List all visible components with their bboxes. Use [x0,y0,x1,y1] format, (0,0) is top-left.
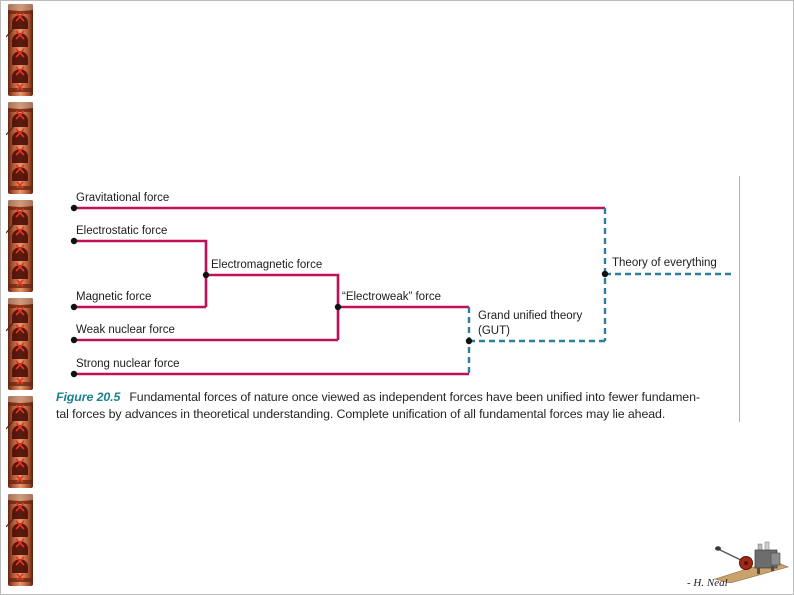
copper-column-icon [6,493,34,587]
node-strong-nuclear [70,370,78,378]
line-electromagnetic [206,273,340,340]
label-theory-of-everything: Theory of everything [612,257,717,269]
node-electrostatic [70,237,78,245]
label-grand-unified-theory: Grand unified theory (GUT) [478,309,582,339]
figure-number: Figure 20.5 [56,390,121,404]
label-strong-nuclear-force: Strong nuclear force [76,358,180,370]
scan-edge-line [739,176,740,422]
label-magnetic-force: Magnetic force [76,291,152,303]
caption-line-2: tal forces by advances in theoretical un… [56,406,666,421]
left-decorative-strip [6,3,34,587]
label-electrostatic-force: Electrostatic force [76,225,168,237]
copper-column-icon [6,199,34,293]
copper-column-icon [6,395,34,489]
node-electroweak [334,303,342,311]
label-electromagnetic-force: Electromagnetic force [211,259,323,271]
node-gravitational [70,204,78,212]
caption-text-1: Fundamental forces of nature once viewed… [129,390,700,404]
node-weak-nuclear [70,336,78,344]
label-gut-line2: (GUT) [478,325,510,337]
copper-column-icon [6,101,34,195]
node-magnetic [70,303,78,311]
label-gut-line1: Grand unified theory [478,310,583,322]
caption-line-1: Figure 20.5 Fundamental forces of nature … [56,389,740,406]
label-electroweak-force: “Electroweak” force [342,291,442,303]
copper-column-icon [6,297,34,391]
author-signature: - H. Neal [687,577,728,589]
node-theory-of-everything [601,270,609,278]
figure-caption: Figure 20.5 Fundamental forces of nature … [56,389,740,422]
node-gut [465,337,473,345]
label-gravitational-force: Gravitational force [76,192,170,204]
antique-machine-photo [713,541,789,583]
label-weak-nuclear-force: Weak nuclear force [76,324,175,336]
copper-column-icon [6,3,34,97]
node-electromagnetic [202,271,210,279]
